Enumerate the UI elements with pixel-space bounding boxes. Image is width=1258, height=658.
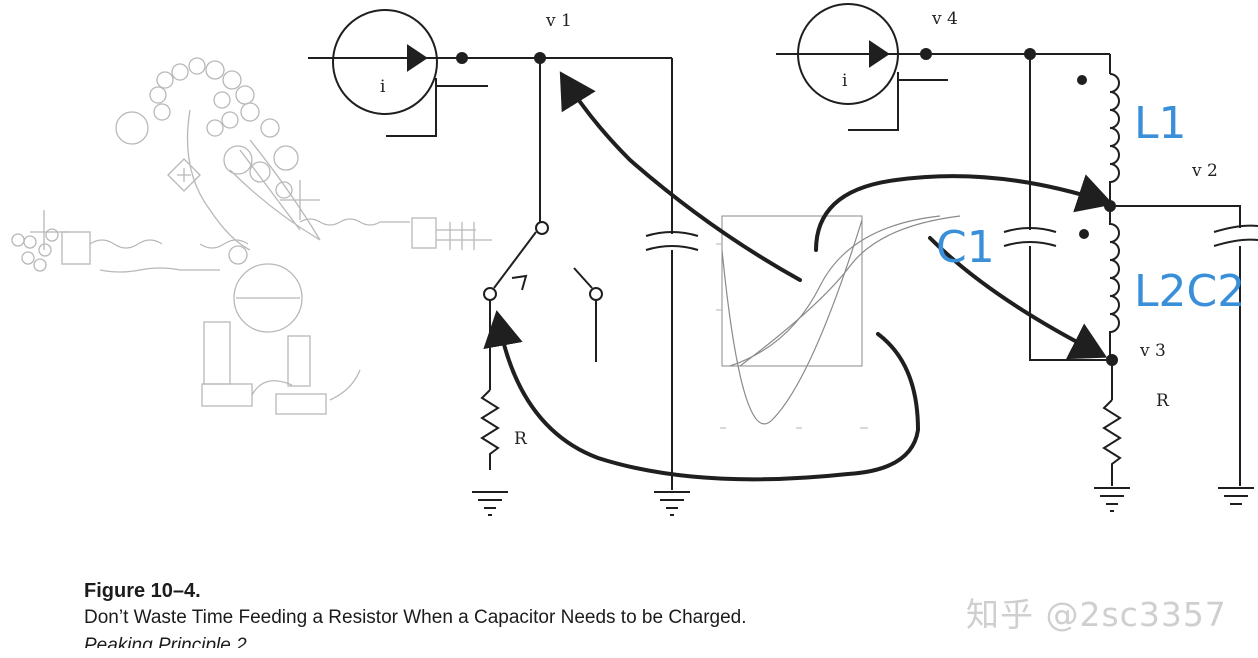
figure-caption: Figure 10–4. Don’t Waste Time Feeding a … xyxy=(84,578,747,648)
figure-caption-subtitle: Peaking Principle 2 xyxy=(84,635,247,648)
label-i-right: i xyxy=(842,71,848,91)
current-source-left xyxy=(332,9,438,115)
arrow-to-v2 xyxy=(814,174,1114,252)
annotation-c1: C1 xyxy=(936,222,995,273)
arrow-to-v3 xyxy=(928,236,1108,360)
annotation-l2c2: L2C2 xyxy=(1134,266,1245,317)
right-circuit xyxy=(776,3,1258,512)
faint-background-sketch xyxy=(11,57,492,415)
label-r-right: R xyxy=(1156,391,1170,411)
switch-contact-top xyxy=(535,221,549,235)
label-r-left: R xyxy=(514,429,528,449)
label-v1: v 1 xyxy=(545,11,572,31)
capacitor-left xyxy=(645,231,699,237)
inductor-l1 xyxy=(1109,73,1120,206)
figure-number: Figure 10–4. xyxy=(84,580,201,602)
hand-drawn-arrows xyxy=(483,71,1114,482)
label-v3: v 3 xyxy=(1139,341,1166,361)
left-circuit xyxy=(308,9,699,516)
label-v2: v 2 xyxy=(1191,161,1218,181)
arrow-loop-to-switch xyxy=(483,310,921,482)
arrow-to-v1 xyxy=(559,71,802,282)
switch-contact-left xyxy=(483,287,497,301)
waveform-plot xyxy=(716,215,961,429)
switch-contact-right xyxy=(589,287,603,301)
capacitor-c1 xyxy=(1003,227,1057,233)
annotation-l1: L1 xyxy=(1134,98,1187,149)
figure-caption-text: Don’t Waste Time Feeding a Resistor When… xyxy=(84,607,747,628)
label-i-left: i xyxy=(380,77,386,97)
resistor-left xyxy=(480,389,500,470)
resistor-right xyxy=(1102,399,1122,486)
label-v4: v 4 xyxy=(931,9,958,29)
inductor-l2 xyxy=(1109,206,1120,356)
watermark: 知乎 @2sc3357 xyxy=(966,595,1227,634)
